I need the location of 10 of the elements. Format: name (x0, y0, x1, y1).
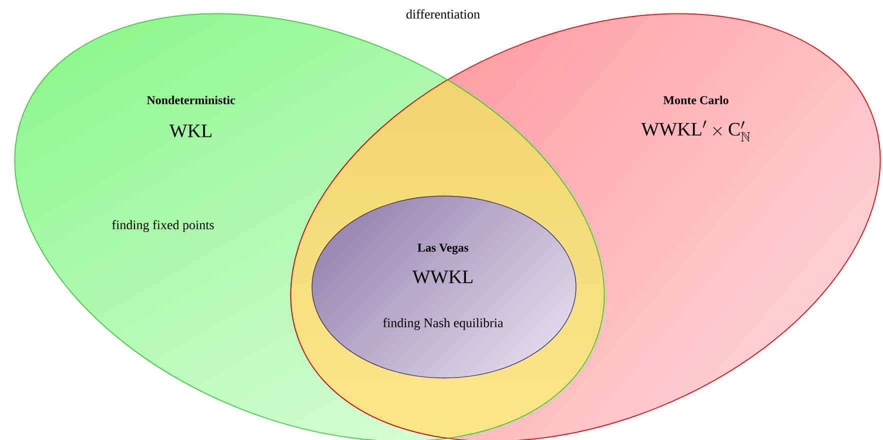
set-example: finding fixed points (112, 220, 214, 232)
set-formula: $\mathrm{WWKL}'\times\mathrm{C}'_{\mathbb{N}}$ (641, 120, 750, 142)
set-name: WWKL (412, 270, 472, 284)
caption-text: differentiation (406, 9, 480, 19)
set-heading: Nondeterministic (146, 96, 236, 104)
set-heading: Monte Carlo (663, 96, 728, 104)
set-name: WKL (169, 124, 212, 138)
set-heading: Las Vegas (418, 244, 468, 254)
set-example: finding Nash equilibria (383, 318, 504, 330)
set-ellipse (312, 196, 576, 378)
